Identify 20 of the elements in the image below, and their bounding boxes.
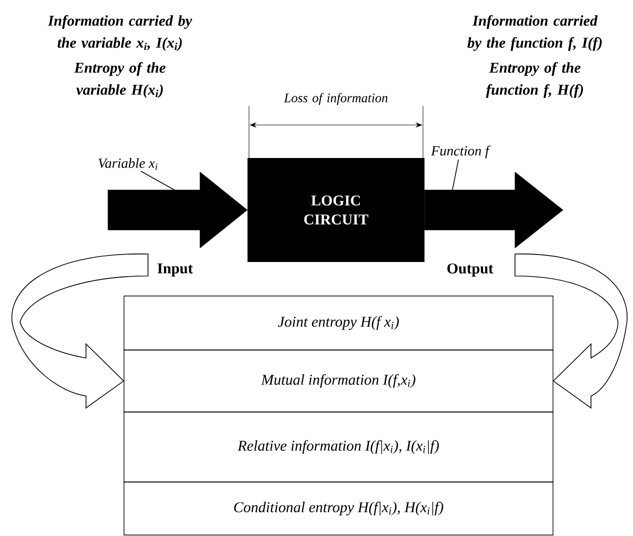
block-arrow bbox=[108, 172, 248, 248]
annotation-text: Entropy of the function f, H(f) bbox=[486, 62, 583, 98]
leader-line bbox=[452, 159, 459, 192]
leader-line bbox=[140, 170, 178, 192]
dimension-label: Loss of information bbox=[284, 93, 388, 105]
edge-label: Input bbox=[158, 264, 193, 276]
annotation-text: Information carried by the function f, I(f) bbox=[468, 15, 602, 51]
curved-arrow bbox=[12, 254, 148, 408]
annotation-text: Entropy of the variable H(x$_{i}$) bbox=[74, 62, 166, 98]
logic-circuit-box: LOGIC CIRCUIT bbox=[248, 158, 424, 262]
arrow-caption: Variable x$_{i}$ bbox=[98, 158, 158, 170]
block-arrow bbox=[424, 172, 564, 248]
annotation-text: Information carried by the variable x$_{i}$, I(x$_{i}$) bbox=[48, 15, 192, 51]
table-row: Conditional entropy H(f|x$_{i}$), H(x$_{i}$|f) bbox=[124, 482, 554, 536]
arrow-caption: Function f bbox=[430, 146, 491, 158]
table-row: Joint entropy H(f x$_{i}$) bbox=[124, 296, 554, 350]
table-row: Mutual information I(f,x$_{i}$) bbox=[124, 350, 554, 412]
curved-arrow bbox=[514, 254, 628, 408]
table-row: Relative information I(f|x$_{i}$), I(x$_{i}$|f) bbox=[124, 412, 554, 482]
edge-label: Output bbox=[447, 263, 494, 277]
